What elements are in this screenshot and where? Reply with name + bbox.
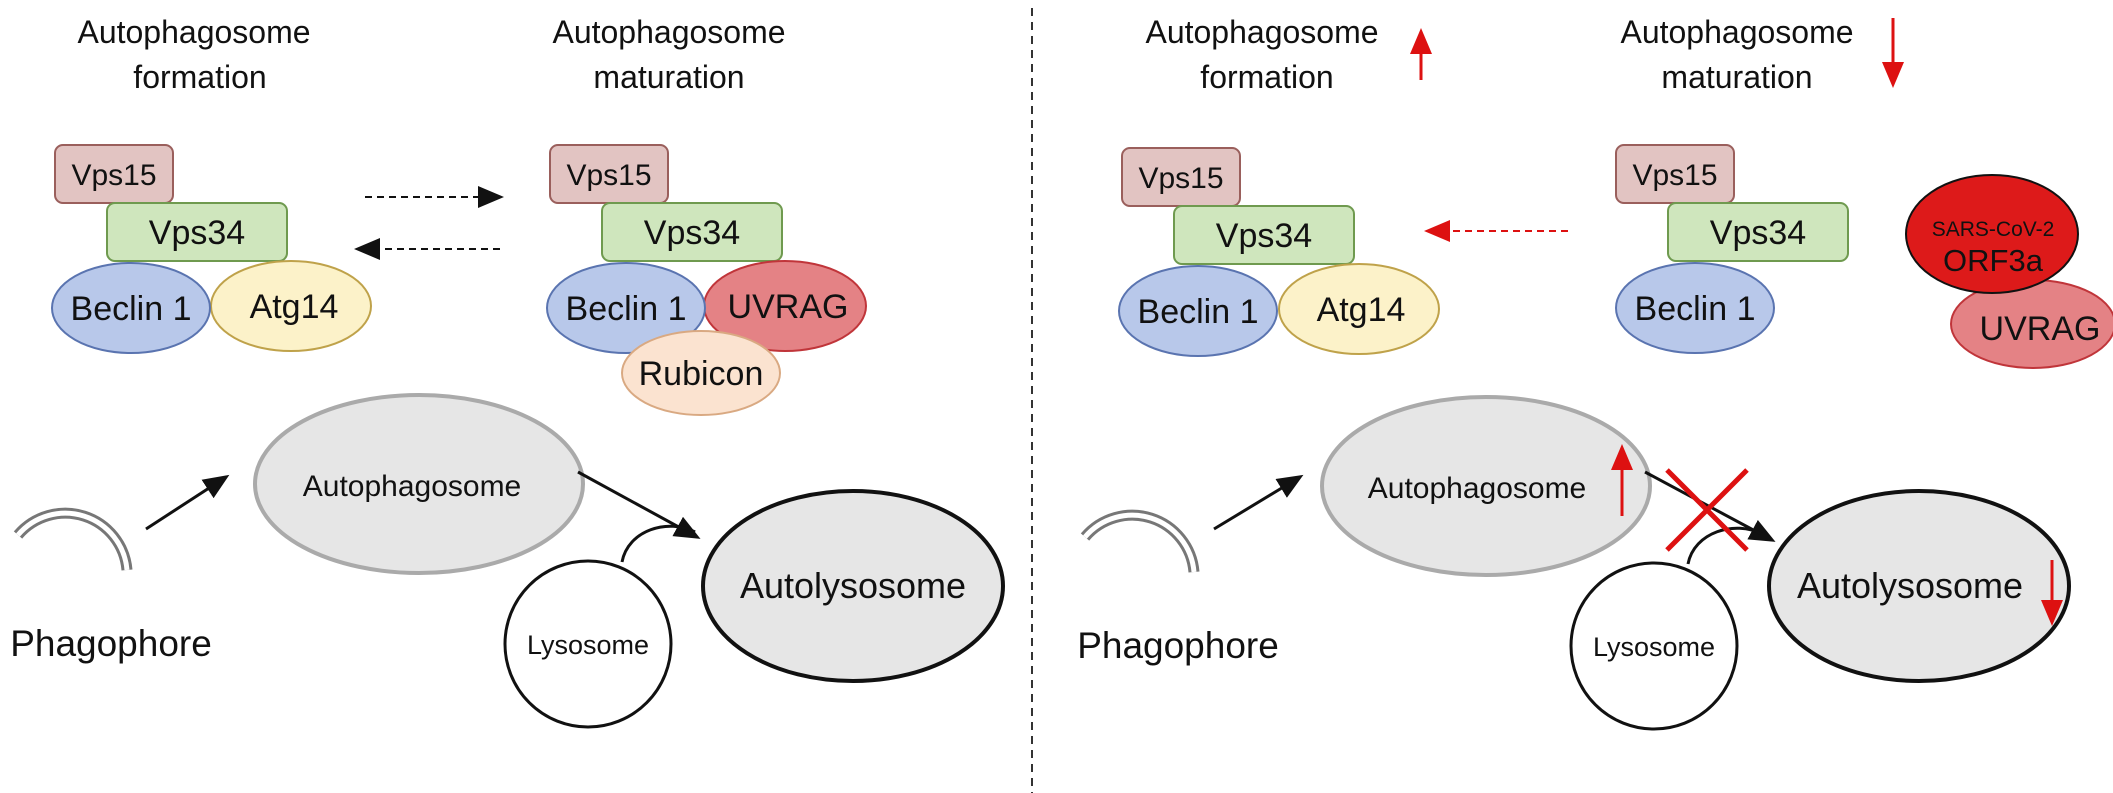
- autophagosome-vesicle: [253, 393, 585, 575]
- vps34-label: Vps34: [149, 214, 245, 252]
- phagophore-membrane-inner: [1083, 512, 1197, 573]
- left-formation-complex: Vps15 Vps34 Atg14 Beclin 1: [51, 144, 372, 354]
- vps34-protein: [106, 202, 288, 262]
- atg14-protein: [210, 260, 372, 352]
- left-pathway: Phagophore Autophagosome Autolysosome Ly…: [10, 393, 1005, 729]
- left-formation-heading-line2: formation: [133, 59, 266, 95]
- right-pathway: Phagophore Autophagosome Autolysosome Ly…: [1077, 395, 2071, 731]
- autophagosome-label: Autophagosome: [303, 470, 522, 503]
- lysosome-merge-curve: [1686, 526, 1763, 565]
- orf3a-uvrag-complex: UVRAG SARS-CoV-2 ORF3a: [1905, 174, 2113, 369]
- vps15-label: Vps15: [71, 159, 156, 192]
- vps34-protein: [1173, 205, 1355, 265]
- right-maturation-complex: Vps15 Vps34 Beclin 1: [1615, 144, 1849, 354]
- right-formation-complex: Vps15 Vps34 Atg14 Beclin 1: [1118, 147, 1440, 357]
- right-maturation-heading-line1: Autophagosome: [1620, 14, 1853, 50]
- vps34-label: Vps34: [644, 214, 740, 252]
- rubicon-label: Rubicon: [639, 355, 764, 393]
- atg14-label: Atg14: [1317, 291, 1406, 329]
- left-maturation-heading-line1: Autophagosome: [552, 14, 785, 50]
- beclin1-protein: [546, 262, 706, 354]
- phagophore-label: Phagophore: [10, 623, 212, 664]
- beclin1-label: Beclin 1: [566, 290, 687, 328]
- phagophore-label: Phagophore: [1077, 625, 1279, 666]
- beclin1-label: Beclin 1: [1138, 293, 1259, 331]
- vps15-label: Vps15: [566, 159, 651, 192]
- autolysosome-label: Autolysosome: [1797, 565, 2023, 606]
- phagophore-to-autophagosome-arrow: [1213, 474, 1304, 531]
- beclin1-label: Beclin 1: [1635, 290, 1756, 328]
- fusion-block-x-icon: [1665, 468, 1749, 552]
- lysosome-label: Lysosome: [527, 630, 649, 660]
- vps34-protein: [1667, 202, 1849, 262]
- lysosome-label: Lysosome: [1593, 632, 1715, 662]
- lysosome-merge-curve: [620, 524, 696, 563]
- vps15-label: Vps15: [1138, 162, 1223, 195]
- right-formation-heading-line1: Autophagosome: [1145, 14, 1378, 50]
- left-maturation-heading-line2: maturation: [593, 59, 744, 95]
- left-formation-heading-line1: Autophagosome: [77, 14, 310, 50]
- vps15-label: Vps15: [1632, 159, 1717, 192]
- sars-cov-2-label: SARS-CoV-2: [1932, 218, 2055, 241]
- autolysosome-label: Autolysosome: [740, 565, 966, 606]
- left-maturation-complex: Vps15 Vps34 UVRAG Beclin 1 Rubicon: [546, 144, 867, 416]
- autolysosome-vesicle: [701, 489, 1005, 683]
- atg14-label: Atg14: [250, 288, 339, 326]
- beclin1-protein: [51, 262, 211, 354]
- atg14-protein: [1278, 263, 1440, 355]
- rubicon-protein: [621, 330, 781, 416]
- orf3a-label: ORF3a: [1943, 243, 2044, 278]
- beclin1-label: Beclin 1: [71, 290, 192, 328]
- beclin1-protein: [1615, 262, 1775, 354]
- phagophore-membrane-inner: [16, 510, 130, 571]
- uvrag-label: UVRAG: [728, 288, 849, 326]
- left-panel: Autophagosome formation Autophagosome ma…: [10, 14, 1005, 729]
- vps34-label: Vps34: [1710, 214, 1806, 252]
- phagophore-to-autophagosome-arrow: [145, 474, 230, 531]
- lysosome-vesicle: [503, 559, 673, 729]
- autophagosome-label: Autophagosome: [1368, 472, 1587, 505]
- orf3a-protein: [1905, 174, 2079, 294]
- uvrag-label: UVRAG: [1980, 310, 2101, 348]
- right-formation-heading-line2: formation: [1200, 59, 1333, 95]
- vps34-label: Vps34: [1216, 217, 1312, 255]
- autophagosome-vesicle: [1320, 395, 1652, 577]
- lysosome-vesicle: [1569, 561, 1739, 731]
- vps34-protein: [601, 202, 783, 262]
- right-panel: Autophagosome formation Autophagosome ma…: [1077, 14, 2113, 731]
- beclin1-protein: [1118, 265, 1278, 357]
- autolysosome-vesicle: [1767, 489, 2071, 683]
- right-maturation-heading-line2: maturation: [1661, 59, 1812, 95]
